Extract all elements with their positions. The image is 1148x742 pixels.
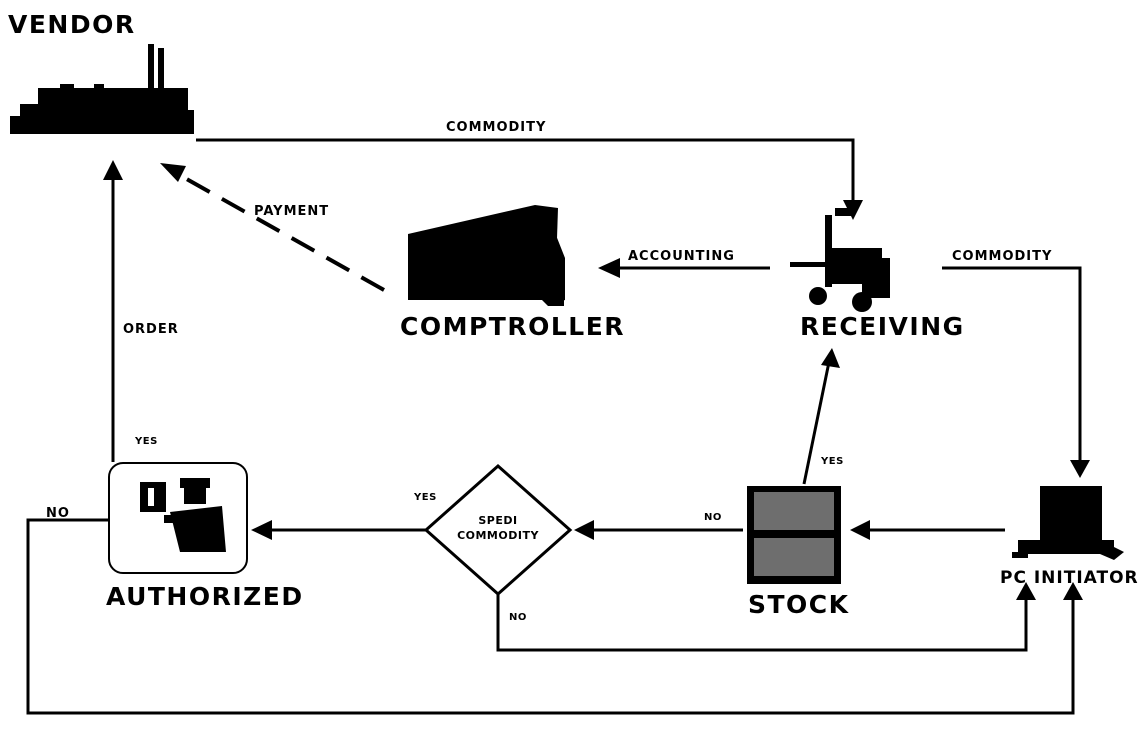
edge-label-order: ORDER	[123, 322, 179, 337]
edge-label-yes-decision: YES	[413, 492, 437, 503]
decision-label-line1: SPEDI	[478, 514, 517, 527]
arrowhead-decision	[574, 520, 594, 540]
edge-decision-to-pc	[496, 594, 1028, 652]
officer-icon	[140, 478, 226, 552]
edge-comptroller-to-vendor	[175, 171, 385, 292]
arrowhead-pc-top	[1070, 460, 1090, 478]
computer-icon	[1012, 486, 1124, 560]
arrowhead-receiving-bottom	[821, 348, 840, 368]
edge-label-yes-stock: YES	[820, 456, 844, 467]
arrowhead-vendor-order	[103, 160, 123, 180]
stock-crate-icon	[747, 486, 841, 584]
arrowhead-stock	[850, 520, 870, 540]
edge-authorized-to-pc	[26, 518, 1075, 715]
arrowhead-receiving	[843, 200, 863, 220]
edge-label-no-decision: NO	[509, 612, 527, 623]
edge-label-accounting: ACCOUNTING	[628, 249, 735, 264]
edge-label-commodity-top: COMMODITY	[446, 120, 546, 135]
arrowhead-vendor-payment	[160, 163, 186, 182]
edge-label-no-stock: NO	[704, 512, 722, 523]
edge-stock-to-receiving	[802, 361, 831, 485]
arrowhead-comptroller	[598, 258, 620, 278]
arrowhead-authorized	[251, 520, 272, 540]
comptroller-desk-icon	[408, 205, 565, 306]
factory-icon	[10, 44, 194, 134]
forklift-icon	[790, 208, 890, 312]
edge-label-payment: PAYMENT	[254, 204, 329, 219]
decision-label-line2: COMMODITY	[457, 529, 539, 542]
comptroller-title: COMPTROLLER	[400, 312, 625, 341]
edge-label-no-authorized: NO	[46, 506, 70, 521]
arrowhead-pc-bottom-left	[1016, 582, 1036, 600]
vendor-title: VENDOR	[8, 10, 136, 39]
pc-initiator-title: PC INITIATOR	[1000, 568, 1139, 588]
edge-vendor-to-receiving	[196, 138, 855, 212]
receiving-title: RECEIVING	[800, 312, 965, 341]
edge-receiving-to-pc	[942, 266, 1082, 462]
authorized-title: AUTHORIZED	[106, 582, 304, 611]
edge-label-commodity-right: COMMODITY	[952, 249, 1052, 264]
arrowhead-pc-bottom-right	[1063, 582, 1083, 600]
stock-title: STOCK	[748, 590, 850, 619]
edge-label-yes-authorized: YES	[134, 436, 158, 447]
